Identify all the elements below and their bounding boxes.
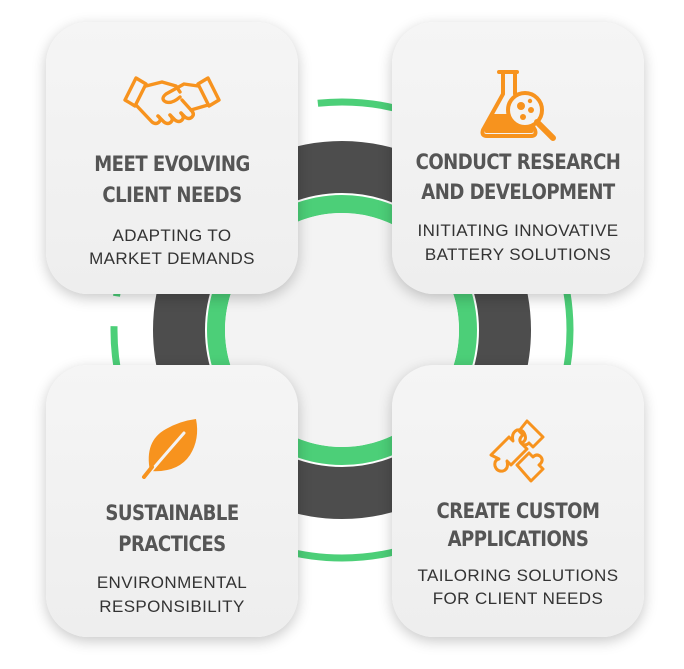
- card-meet-client-needs: MEET EVOLVING CLIENT NEEDS ADAPTING TO M…: [46, 22, 298, 294]
- card-sustainable-practices: SUSTAINABLE PRACTICES ENVIRONMENTAL RESP…: [46, 365, 298, 637]
- puzzle-piece-icon: [489, 419, 545, 483]
- card-subtitle: ENVIRONMENTAL: [96, 573, 248, 592]
- ring-outer-green-dashes: [110, 98, 574, 562]
- card-subtitle: BATTERY SOLUTIONS: [424, 245, 612, 264]
- card-research-development: CONDUCT RESEARCH AND DEVELOPMENT INITIAT…: [392, 22, 644, 294]
- card-subtitle: MARKET DEMANDS: [89, 249, 255, 268]
- card-subtitle: TAILORING SOLUTIONS: [417, 566, 619, 585]
- card-subtitle: RESPONSIBILITY: [99, 597, 245, 616]
- card-subtitle: FOR CLIENT NEEDS: [432, 589, 604, 608]
- card-title: SUSTAINABLE: [105, 501, 239, 525]
- handshake-icon: [123, 76, 221, 126]
- card-title: CONDUCT RESEARCH: [415, 150, 621, 174]
- card-title: PRACTICES: [118, 532, 226, 556]
- ring-dark-band: [153, 141, 531, 519]
- card-subtitle: ADAPTING TO: [112, 226, 232, 245]
- card-title: CREATE CUSTOM: [436, 499, 600, 523]
- ring-inner-green: [207, 195, 477, 465]
- leaf-icon: [142, 419, 198, 479]
- card-title: MEET EVOLVING: [94, 152, 250, 176]
- card-title: CLIENT NEEDS: [102, 183, 242, 207]
- card-custom-applications: CREATE CUSTOM APPLICATIONS TAILORING SOL…: [392, 365, 644, 637]
- card-title: APPLICATIONS: [447, 527, 589, 551]
- card-title: AND DEVELOPMENT: [421, 180, 615, 204]
- card-subtitle: INITIATING INNOVATIVE: [417, 221, 619, 240]
- flask-magnifier-icon: [480, 70, 556, 141]
